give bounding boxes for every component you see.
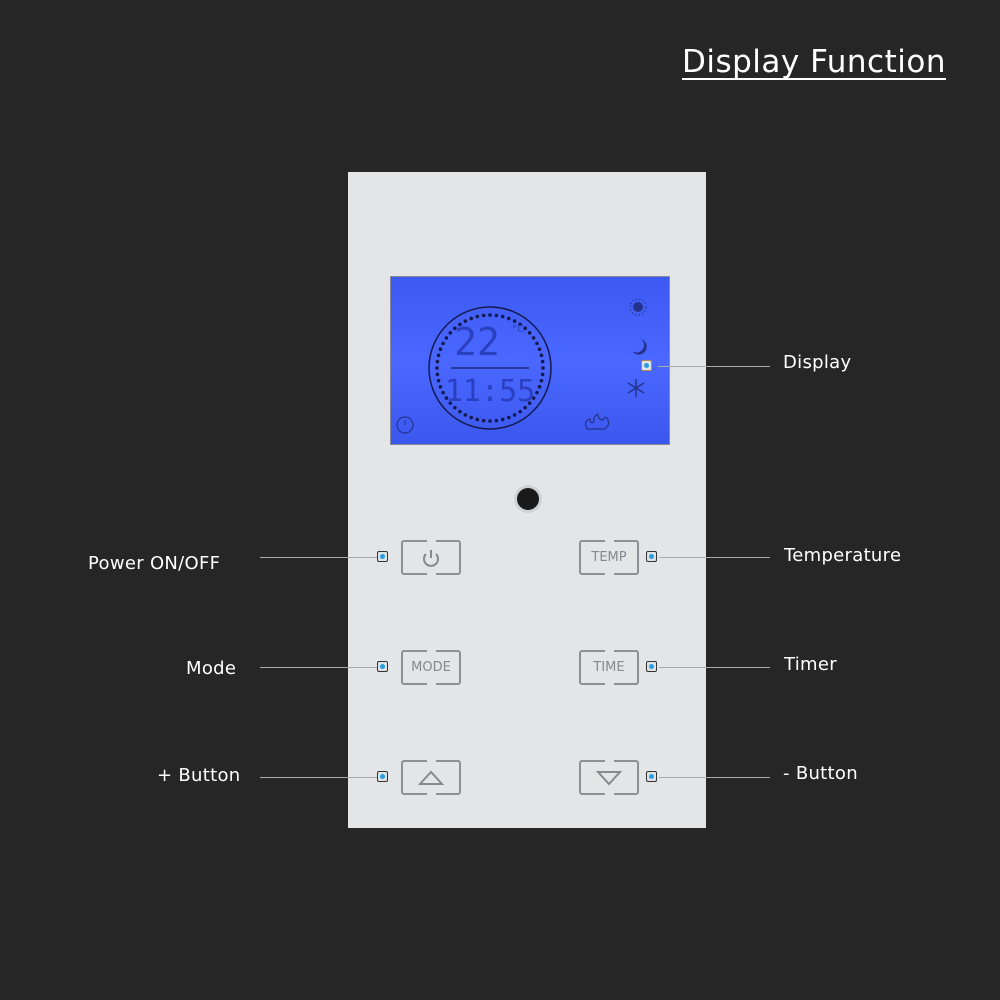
temp-button[interactable]: TEMP bbox=[579, 540, 639, 575]
dial-dot bbox=[539, 353, 544, 358]
temperature-readout: 22 bbox=[454, 320, 500, 364]
dial-dot bbox=[541, 366, 545, 370]
dial-dot bbox=[435, 359, 440, 364]
plus-leader-line bbox=[260, 777, 377, 778]
dial-dot bbox=[535, 390, 539, 395]
power-icon bbox=[423, 549, 439, 567]
dial-dot bbox=[453, 405, 457, 410]
dial-dot bbox=[436, 378, 441, 383]
dial-dot bbox=[436, 353, 441, 358]
label-temperature: Temperature bbox=[784, 545, 902, 566]
label-timer: Timer bbox=[784, 654, 837, 675]
mode-indicator bbox=[377, 661, 388, 672]
light-sensor bbox=[517, 488, 539, 510]
dial-dot bbox=[435, 372, 440, 377]
dial-dot bbox=[475, 314, 480, 319]
dial-dot bbox=[540, 359, 545, 364]
power-leader-line bbox=[260, 557, 377, 558]
minus-indicator bbox=[646, 771, 657, 782]
dial-dot bbox=[475, 417, 480, 422]
dial-dot bbox=[481, 313, 486, 318]
dial-dot bbox=[512, 319, 517, 323]
dial-dot bbox=[441, 390, 445, 395]
mode-leader-line bbox=[260, 667, 377, 668]
temp-unit: °C bbox=[512, 324, 524, 335]
minus-leader-line bbox=[659, 777, 770, 778]
dial-dot bbox=[441, 341, 445, 346]
dial-dot bbox=[527, 331, 532, 335]
minus-button[interactable] bbox=[579, 760, 639, 795]
down-triangle-icon bbox=[596, 770, 622, 785]
dial-dot bbox=[469, 316, 474, 321]
dial-dot bbox=[506, 316, 511, 321]
dial-dot bbox=[540, 372, 545, 377]
sun-icon bbox=[629, 298, 647, 316]
dial-dot bbox=[518, 322, 522, 327]
time-readout: 11:55 bbox=[445, 374, 535, 409]
dial-ring bbox=[428, 306, 552, 430]
label-mode: Mode bbox=[186, 658, 237, 679]
dial-dot bbox=[531, 336, 536, 340]
dial-dot bbox=[512, 413, 517, 417]
dial-dot bbox=[438, 384, 443, 389]
dial-dot bbox=[523, 326, 527, 331]
mode-button[interactable]: MODE bbox=[401, 650, 461, 685]
label-power: Power ON/OFF bbox=[88, 553, 221, 574]
dial-dot bbox=[537, 384, 542, 389]
dial-dot bbox=[438, 347, 443, 352]
time-leader-line bbox=[659, 667, 770, 668]
label-minus: - Button bbox=[783, 763, 858, 784]
plus-button[interactable] bbox=[401, 760, 461, 795]
clock-icon bbox=[396, 416, 414, 434]
dial-dot bbox=[494, 418, 499, 423]
dial-dot bbox=[506, 415, 511, 420]
dial-dot bbox=[463, 413, 468, 417]
snowflake-icon bbox=[627, 379, 645, 397]
plus-indicator bbox=[377, 771, 388, 782]
lcd-display: 22 °C 11:55 bbox=[390, 276, 670, 445]
moon-icon bbox=[632, 339, 647, 355]
dial-dot bbox=[435, 366, 439, 370]
dial-dot bbox=[444, 396, 449, 400]
temp-indicator bbox=[646, 551, 657, 562]
dial-dot bbox=[458, 409, 462, 414]
dial-dot bbox=[453, 326, 457, 331]
label-plus: + Button bbox=[157, 765, 241, 786]
power-indicator bbox=[377, 551, 388, 562]
dial-dot bbox=[444, 336, 449, 340]
time-indicator bbox=[646, 661, 657, 672]
dial-dot bbox=[463, 319, 468, 323]
label-display: Display bbox=[783, 352, 852, 373]
dial-dot bbox=[500, 314, 505, 319]
dial-dot bbox=[448, 401, 453, 405]
up-triangle-icon bbox=[418, 770, 444, 785]
dial-dot bbox=[488, 419, 492, 423]
dial-dot bbox=[539, 378, 544, 383]
power-button[interactable] bbox=[401, 540, 461, 575]
page-title: Display Function bbox=[682, 44, 946, 80]
dial-dot bbox=[535, 341, 539, 346]
dial-dot bbox=[481, 418, 486, 423]
dial-dot bbox=[527, 401, 532, 405]
flame-icon bbox=[584, 413, 610, 430]
dial-dot bbox=[488, 313, 492, 317]
dial-dot bbox=[531, 396, 536, 400]
time-button[interactable]: TIME bbox=[579, 650, 639, 685]
dial-dot bbox=[537, 347, 542, 352]
lcd-graphics: 22 °C 11:55 bbox=[396, 298, 647, 434]
dial-dot bbox=[518, 409, 522, 414]
dial-dot bbox=[448, 331, 453, 335]
display-indicator bbox=[641, 360, 652, 371]
dial-dot bbox=[523, 405, 527, 410]
dial-dot bbox=[500, 417, 505, 422]
dial-dot bbox=[494, 313, 499, 318]
dial-dot bbox=[469, 415, 474, 420]
display-leader-line bbox=[658, 366, 770, 367]
dial-dot bbox=[458, 322, 462, 327]
temp-leader-line bbox=[659, 557, 770, 558]
